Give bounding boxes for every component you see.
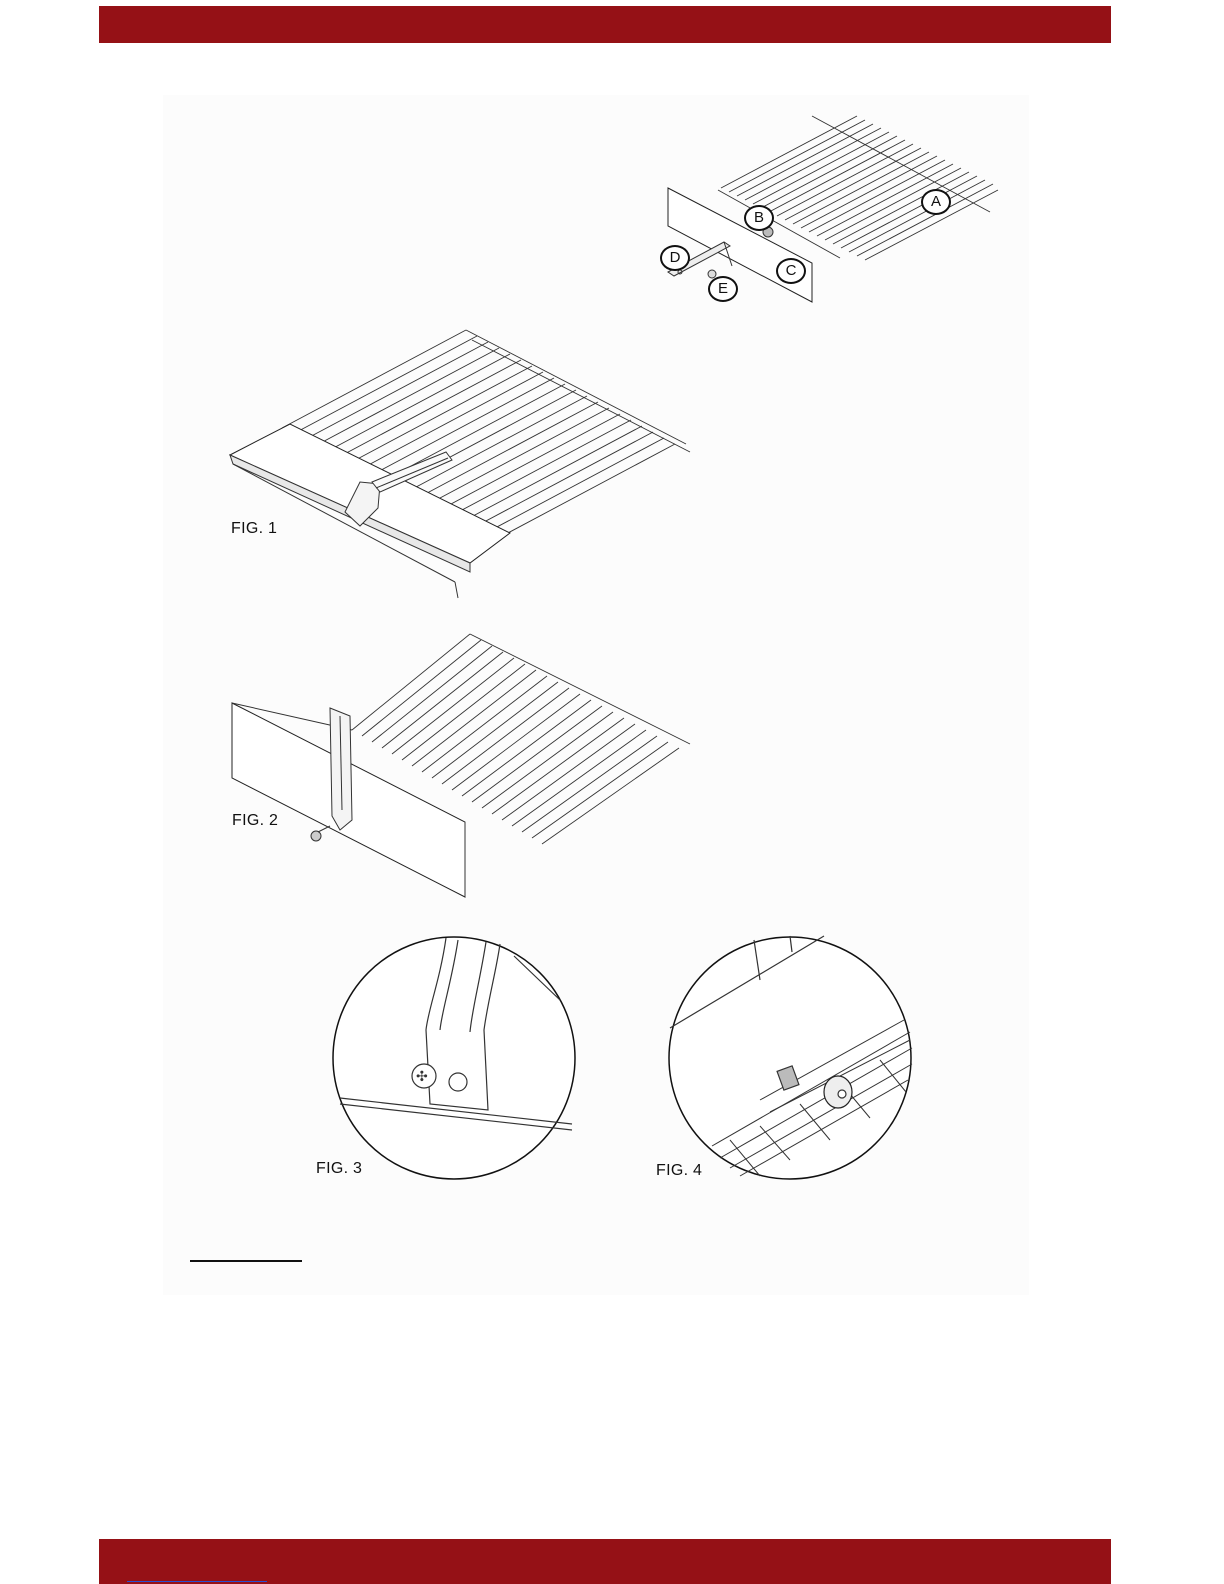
callout-b: B [744, 205, 774, 231]
footer-bar [99, 1539, 1111, 1584]
fig1-label: FIG. 1 [231, 520, 277, 538]
fig3-label: FIG. 3 [316, 1160, 362, 1178]
callout-a: A [921, 189, 951, 215]
callout-e: E [708, 276, 738, 302]
fig2-drawing [232, 634, 690, 897]
callout-d: D [660, 245, 690, 271]
section-rule [190, 1260, 302, 1262]
fig1-drawing [230, 330, 690, 598]
fig2-label: FIG. 2 [232, 812, 278, 830]
svg-text:✣: ✣ [416, 1069, 428, 1085]
callout-c: C [776, 258, 806, 284]
footer-link-underline[interactable] [127, 1581, 267, 1582]
fig3-detail: ✣ [333, 937, 575, 1179]
fig4-label: FIG. 4 [656, 1162, 702, 1180]
fig4-detail [669, 936, 912, 1179]
